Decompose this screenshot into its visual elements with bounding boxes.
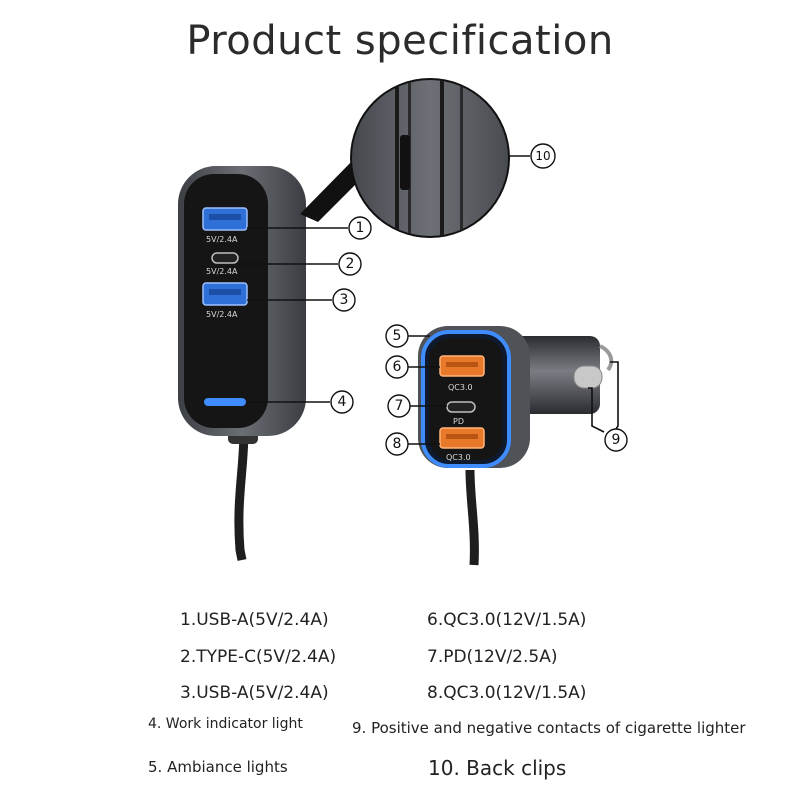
hub-port-label-2: 5V/2.4A <box>206 267 238 276</box>
hub-type-c-port: 5V/2.4A <box>206 252 239 276</box>
svg-text:9: 9 <box>612 432 621 448</box>
spec-item-2: 2.TYPE-C(5V/2.4A) <box>180 647 337 667</box>
callout-1: 1 <box>348 216 372 240</box>
charger-cable <box>465 469 479 566</box>
charger-port-label-1: QC3.0 <box>448 383 473 392</box>
svg-text:6: 6 <box>393 359 402 375</box>
side-contact <box>599 344 614 372</box>
svg-text:3: 3 <box>340 292 349 308</box>
back-clips-zoom <box>300 78 510 238</box>
cigarette-plug <box>510 336 600 414</box>
svg-text:10: 10 <box>535 149 550 163</box>
hub-usb-a-port-1: 5V/2.4A <box>202 207 248 244</box>
spec-item-10: 10. Back clips <box>428 756 567 780</box>
page-title: Product specification <box>186 18 614 64</box>
charger-qc-port-1: QC3.0 <box>439 355 485 392</box>
callout-7: 7 <box>387 394 411 418</box>
callout-10: 10 <box>530 143 556 169</box>
spec-item-5: 5. Ambiance lights <box>148 758 288 776</box>
svg-text:5: 5 <box>393 328 402 344</box>
svg-text:1: 1 <box>356 220 365 236</box>
spec-item-6: 6.QC3.0(12V/1.5A) <box>427 610 587 630</box>
callout-9: 9 <box>604 428 628 452</box>
svg-text:7: 7 <box>395 398 404 414</box>
svg-text:2: 2 <box>346 256 355 272</box>
svg-text:4: 4 <box>338 394 347 410</box>
spec-item-4: 4. Work indicator light <box>148 716 303 732</box>
callout-6: 6 <box>385 355 409 379</box>
positive-contact <box>573 365 603 389</box>
hub-cable <box>234 429 249 561</box>
charger-port-label-3: QC3.0 <box>446 453 471 462</box>
charger-qc-port-2: QC3.0 <box>439 427 485 462</box>
callout-4: 4 <box>330 390 354 414</box>
callouts: 1 2 3 4 5 6 7 8 <box>330 143 628 456</box>
hub-usb-a-port-2: 5V/2.4A <box>202 282 248 319</box>
hub-port-label-3: 5V/2.4A <box>206 310 238 319</box>
work-indicator-light <box>204 398 246 406</box>
spec-item-9: 9. Positive and negative contacts of cig… <box>352 719 746 737</box>
hub-port-label-1: 5V/2.4A <box>206 235 238 244</box>
leader-lines <box>238 155 619 445</box>
car-charger: QC3.0 PD QC3.0 <box>418 326 614 566</box>
usb-hub: 5V/2.4A 5V/2.4A 5V/2.4A <box>178 166 306 561</box>
spec-item-7: 7.PD(12V/2.5A) <box>427 647 558 667</box>
charger-pd-port: PD <box>446 401 476 426</box>
callout-8: 8 <box>385 432 409 456</box>
svg-text:8: 8 <box>393 436 402 452</box>
charger-port-label-2: PD <box>453 417 464 426</box>
callout-5: 5 <box>385 324 409 348</box>
spec-item-8: 8.QC3.0(12V/1.5A) <box>427 683 587 703</box>
callout-3: 3 <box>332 288 356 312</box>
spec-item-3: 3.USB-A(5V/2.4A) <box>180 683 329 703</box>
callout-2: 2 <box>338 252 362 276</box>
spec-item-1: 1.USB-A(5V/2.4A) <box>180 610 329 630</box>
